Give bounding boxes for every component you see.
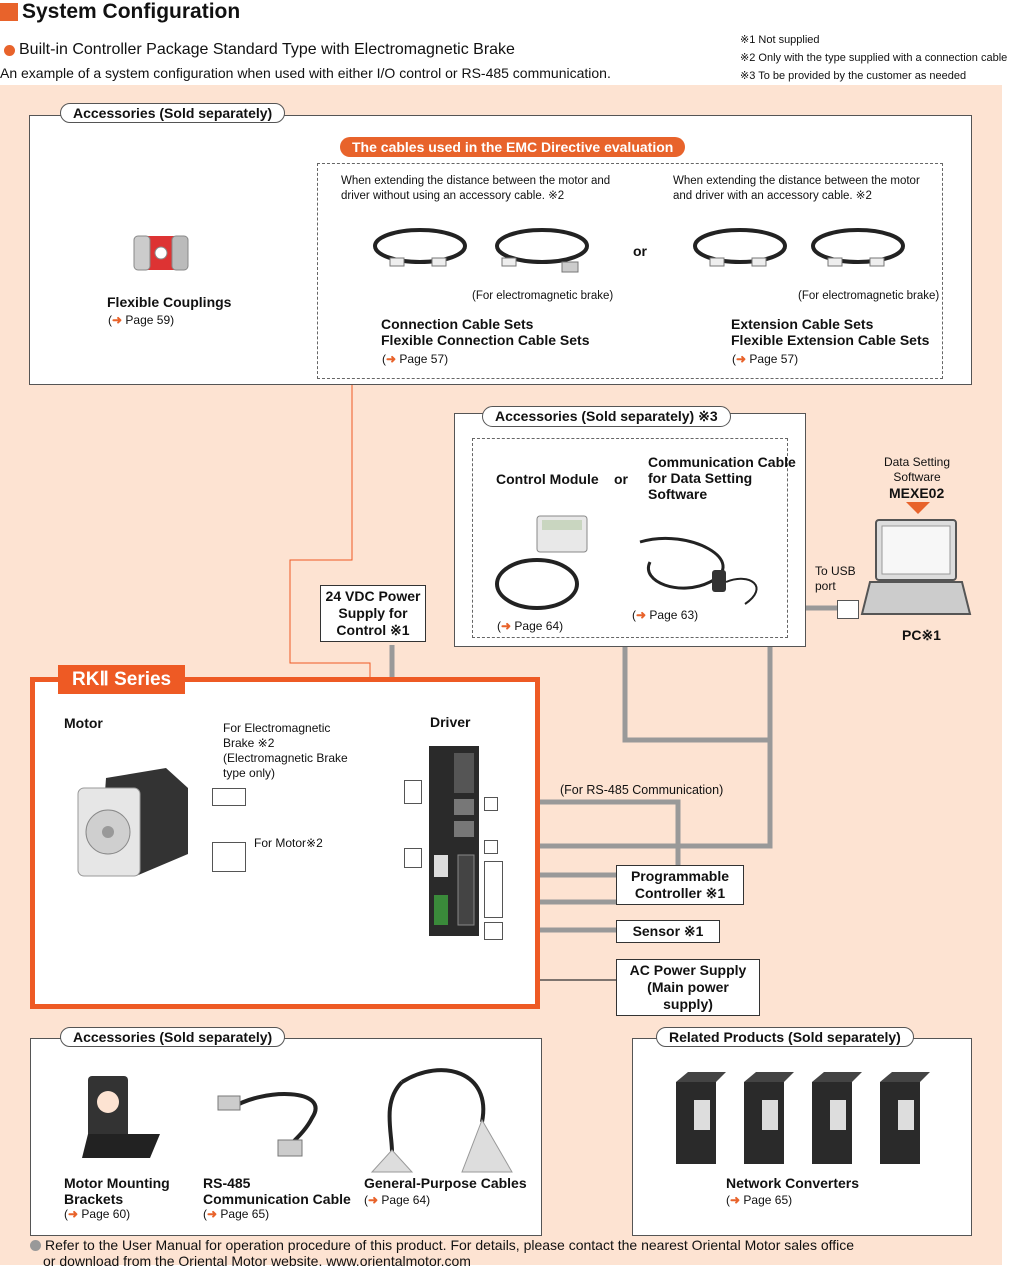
motor-connector-driver bbox=[404, 848, 422, 868]
rs485-cable-page-link[interactable]: (➜ Page 65) bbox=[203, 1207, 270, 1221]
bottom-accessories-tab: Accessories (Sold separately) bbox=[60, 1027, 286, 1047]
extension-brake-cable-icon bbox=[811, 228, 905, 267]
connection-cable-page-link[interactable]: (➜ Page 57) bbox=[382, 352, 449, 366]
subtitle: Built-in Controller Package Standard Typ… bbox=[4, 41, 515, 59]
motor-label: Motor bbox=[64, 715, 103, 731]
io-connector bbox=[484, 861, 503, 918]
stepping-motor-icon bbox=[77, 768, 188, 877]
rs485-port-1 bbox=[484, 797, 498, 811]
control-module-page-link[interactable]: (➜ Page 64) bbox=[497, 619, 564, 633]
emc-right-note: When extending the distance between the … bbox=[673, 175, 920, 202]
network-converters-label: Network Converters bbox=[726, 1175, 860, 1191]
mid-dashed-box bbox=[472, 438, 788, 638]
flexible-coupling-icon bbox=[133, 235, 189, 271]
control-module-icon bbox=[495, 515, 588, 610]
driver-label: Driver bbox=[430, 714, 471, 730]
connection-cable-icon bbox=[373, 228, 467, 267]
emc-left-note: When extending the distance between the … bbox=[341, 175, 611, 202]
usb-port bbox=[837, 600, 859, 619]
brake-connector-driver bbox=[404, 780, 422, 804]
software-name: MEXE02 bbox=[889, 485, 945, 501]
title-marker bbox=[0, 3, 18, 21]
general-purpose-cable-icon bbox=[370, 1068, 513, 1173]
general-cable-page-link[interactable]: (➜ Page 64) bbox=[364, 1193, 431, 1207]
emc-or: or bbox=[633, 243, 647, 259]
sensor: Sensor ※1 bbox=[616, 920, 720, 943]
general-cable-label: General-Purpose Cables bbox=[364, 1175, 527, 1191]
footnotes: ※1 Not supplied ※2 Only with the type su… bbox=[740, 34, 1008, 82]
mounting-bracket-icon bbox=[82, 1076, 160, 1158]
sensor-connector bbox=[484, 922, 503, 940]
network-converters-icon bbox=[676, 1072, 930, 1164]
description: An example of a system configuration whe… bbox=[0, 65, 611, 81]
brake-connector-motor bbox=[212, 788, 246, 806]
emc-dashed-box bbox=[317, 163, 943, 379]
motor-connector-motor bbox=[212, 842, 246, 872]
bracket-page-link[interactable]: (➜ Page 60) bbox=[64, 1207, 131, 1221]
network-converters-page-link[interactable]: (➜ Page 65) bbox=[726, 1193, 793, 1207]
mid-accessories-tab: Accessories (Sold separately) ※3 bbox=[482, 406, 731, 427]
coupling-page-link[interactable]: (➜ Page 59) bbox=[108, 313, 175, 327]
pc-label: PC※1 bbox=[902, 627, 941, 643]
top-accessories-tab: Accessories (Sold separately) bbox=[60, 103, 286, 123]
motor-cable-note: For Motor※2 bbox=[254, 836, 323, 850]
emc-tab: The cables used in the EMC Directive eva… bbox=[340, 137, 686, 157]
brake-note-left: (For electromagnetic brake) bbox=[472, 290, 614, 302]
mid-accessories-box bbox=[454, 413, 806, 647]
coupling-label: Flexible Couplings bbox=[107, 294, 232, 310]
comm-cable-page-link[interactable]: (➜ Page 63) bbox=[632, 608, 699, 622]
rk-series-tab: RKⅡ Series bbox=[58, 665, 186, 694]
rs485-cable-icon bbox=[217, 1092, 318, 1157]
related-products-tab: Related Products (Sold separately) bbox=[656, 1027, 914, 1047]
driver-icon bbox=[429, 746, 479, 936]
brake-cable-icon bbox=[495, 228, 589, 273]
ac-power-supply: AC Power Supply(Main power supply) bbox=[616, 959, 760, 1016]
mid-or: or bbox=[614, 471, 628, 487]
page-title: System Configuration bbox=[0, 0, 240, 24]
laptop-icon bbox=[860, 502, 972, 615]
control-module-label: Control Module bbox=[496, 471, 599, 487]
rs485-note: (For RS-485 Communication) bbox=[560, 783, 724, 797]
footer-note: Refer to the User Manual for operation p… bbox=[30, 1237, 854, 1269]
comm-cable-icon bbox=[639, 536, 758, 605]
brake-note-right: (For electromagnetic brake) bbox=[798, 290, 940, 302]
extension-cable-icon bbox=[693, 228, 787, 267]
extension-cable-page-link[interactable]: (➜ Page 57) bbox=[732, 352, 799, 366]
rs485-port-2 bbox=[484, 840, 498, 854]
